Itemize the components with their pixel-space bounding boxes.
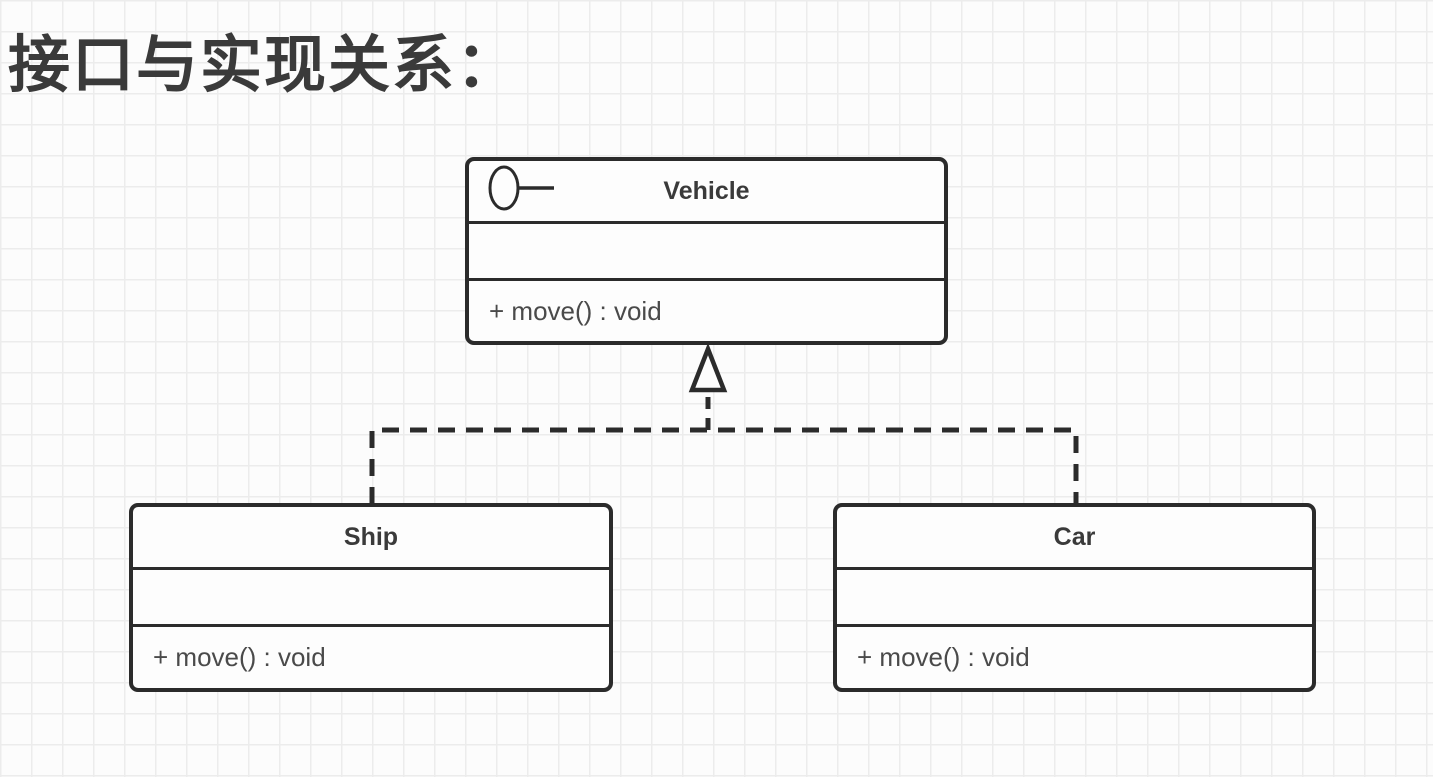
ship-methods-section: + move() : void [133,624,609,688]
ship-header: Ship [133,507,609,567]
vehicle-method-label: + move() : void [489,295,662,326]
page-title: 接口与实现关系： [8,31,521,100]
class-name-car: Car [1053,522,1096,551]
class-name-vehicle: Vehicle [663,176,750,205]
car-methods-section: + move() : void [837,624,1312,688]
vehicle-attributes-section [469,221,944,278]
interface-box-vehicle: Vehicle + move() : void [465,157,948,345]
class-box-car: Car + move() : void [833,503,1316,692]
vehicle-header: Vehicle [469,161,944,221]
hollow-triangle-arrowhead-icon [688,342,728,393]
realization-dashed-path [369,427,1079,504]
car-header: Car [837,507,1312,567]
class-name-ship: Ship [343,522,399,551]
car-method-label: + move() : void [857,642,1030,672]
class-box-ship: Ship + move() : void [129,503,613,692]
ship-method-label: + move() : void [153,642,326,672]
interface-lollipop-icon [488,165,554,211]
vehicle-methods-section: + move() : void [469,278,944,341]
ship-attributes-section [133,567,609,624]
car-attributes-section [837,567,1312,624]
